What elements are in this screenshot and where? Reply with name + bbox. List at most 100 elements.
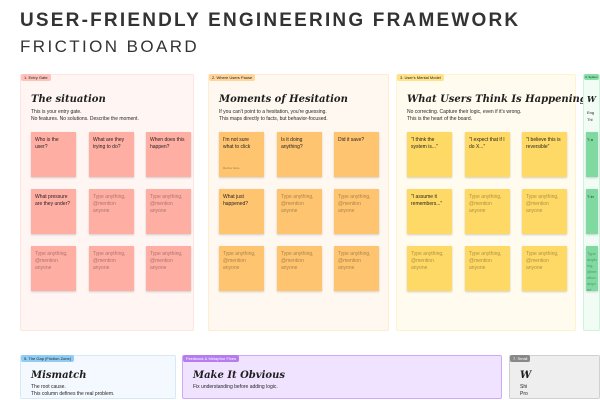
frame-title: W	[520, 370, 532, 381]
sticky-text: Is it doing anything?	[281, 137, 303, 150]
frame-description: If you can't point to a hesitation, you'…	[219, 109, 328, 123]
frame-title: The situation	[31, 94, 106, 105]
sticky-note[interactable]: Type anything, @mention anyone	[89, 246, 134, 291]
sticky-text: "I believe this is reversible"	[526, 137, 561, 150]
frame-description: No correcting. Capture their logic, even…	[407, 109, 521, 123]
frame-title: What Users Think Is Happening	[407, 94, 587, 105]
sticky-text: Type anything, @mention anyone	[411, 251, 444, 271]
sticky-note[interactable]: Type anything, @mention anyone	[522, 246, 567, 291]
sticky-text: What are they trying to do?	[93, 137, 125, 150]
sticky-text: Who is the user?	[35, 137, 59, 150]
description-line: Shi	[520, 384, 528, 390]
board-title: USER-FRIENDLY ENGINEERING FRAMEWORK	[20, 10, 521, 31]
sticky-text: Type anything, @mention anyone	[150, 251, 183, 271]
sticky-text: "I in	[587, 194, 594, 199]
sticky-note[interactable]: "I believe this is reversible"	[522, 132, 567, 177]
frame-description: The root cause.This column defines the r…	[31, 384, 114, 398]
sticky-text: "I a	[587, 137, 593, 142]
sticky-text: Type anything, @mention anyone	[93, 251, 126, 271]
description-line: This maps directly to facts, but behavio…	[219, 116, 328, 122]
sticky-note[interactable]: What just happened?	[219, 189, 264, 234]
sticky-note[interactable]: Type anything, @mention anyone	[219, 246, 264, 291]
sticky-text: Type anything, @mention anyone	[281, 194, 314, 214]
sticky-note[interactable]: Type anything, @mention anyone	[89, 189, 134, 234]
sticky-note[interactable]: Is it doing anything?	[277, 132, 322, 177]
sticky-author: Member Name	[223, 167, 240, 170]
frame-tag: 1. Entry Gate	[21, 74, 51, 81]
frame-title: W	[587, 94, 596, 104]
sticky-note[interactable]: Type anything, @mention anyone	[146, 189, 191, 234]
sticky-note[interactable]: What are they trying to do?	[89, 132, 134, 177]
description-line: This is the heart of the board.	[407, 116, 473, 122]
sticky-note[interactable]: Type anything, @mention anyone	[586, 246, 598, 292]
sticky-text: Type anything, @mention anyone	[338, 194, 371, 214]
sticky-note[interactable]: What pressure are they under?	[31, 189, 76, 234]
frame-description: Fix understanding before adding logic.	[193, 384, 278, 391]
description-line: This column defines the real problem.	[31, 391, 115, 397]
sticky-note[interactable]: Type anything, @mention anyone	[465, 246, 510, 291]
sticky-text: Type anything, @mention anyone	[526, 194, 559, 214]
sticky-note[interactable]: "I expect that if I do X..."	[465, 132, 510, 177]
frame-title: Moments of Hesitation	[219, 94, 348, 105]
sticky-text: "I expect that if I do X..."	[469, 137, 505, 150]
description-line: No correcting. Capture their logic, even…	[407, 109, 522, 115]
frame-description: This is your entry gate.No features. No …	[31, 109, 139, 123]
board-subtitle: FRICTION BOARD	[20, 37, 200, 56]
frame-tag: 5. The Gap (Friction Zone)	[21, 355, 75, 362]
sticky-text: Type anything, @mention anyone	[526, 251, 559, 271]
description-line: Eng	[587, 110, 595, 115]
description-line: Pro	[520, 391, 528, 397]
sticky-text: When does this happen?	[150, 137, 185, 150]
sticky-text: Type anything, @mention anyone	[150, 194, 183, 214]
sticky-text: What pressure are they under?	[35, 194, 71, 207]
description-line: If you can't point to a hesitation, you'…	[219, 109, 327, 115]
description-line: Fix understanding before adding logic.	[193, 384, 278, 390]
description-line: This is your entry gate.	[31, 109, 82, 115]
sticky-note[interactable]: Who is the user?	[31, 132, 76, 177]
sticky-note[interactable]: Type anything, @mention anyone	[334, 246, 379, 291]
frame-tag: 7. Small	[510, 355, 531, 362]
sticky-note[interactable]: Did it save?	[334, 132, 379, 177]
sticky-text: Type anything, @mention anyone	[223, 251, 256, 271]
sticky-note[interactable]: Type anything, @mention anyone	[407, 246, 452, 291]
sticky-text: "I think the system is..."	[411, 137, 438, 150]
description-line: The root cause.	[31, 384, 66, 390]
frame-tag: 4. Systen	[584, 74, 599, 80]
frame-tag: Feedback & Metaphor Fixes	[183, 355, 240, 362]
sticky-note[interactable]: "I assume it remembers..."	[407, 189, 452, 234]
sticky-note[interactable]: Type anything, @mention anyone	[277, 246, 322, 291]
sticky-text: Type anything, @mention anyone	[587, 251, 597, 292]
sticky-note[interactable]: "I a	[586, 132, 598, 177]
sticky-note[interactable]: When does this happen?	[146, 132, 191, 177]
sticky-text: I'm not sure what to click	[223, 137, 251, 150]
frame-title: Mismatch	[31, 370, 87, 381]
sticky-text: Did it save?	[338, 137, 365, 143]
sticky-note[interactable]: Type anything, @mention anyone	[334, 189, 379, 234]
sticky-note[interactable]: "I think the system is..."	[407, 132, 452, 177]
sticky-note[interactable]: Type anything, @mention anyone	[31, 246, 76, 291]
description-line: No features. No solutions. Describe the …	[31, 116, 139, 122]
frame-tag: 2. Where Users Pause	[209, 74, 256, 81]
frame-tag: 3. User's Mental Model	[397, 74, 444, 81]
sticky-text: Type anything, @mention anyone	[469, 194, 502, 214]
sticky-text: What just happened?	[223, 194, 249, 207]
sticky-text: Type anything, @mention anyone	[93, 194, 126, 214]
sticky-note[interactable]: Type anything, @mention anyone	[146, 246, 191, 291]
sticky-note[interactable]: Type anything, @mention anyone	[522, 189, 567, 234]
sticky-note[interactable]: Type anything, @mention anyone	[465, 189, 510, 234]
frame-title: Make It Obvious	[193, 370, 285, 381]
sticky-note[interactable]: Type anything, @mention anyone	[277, 189, 322, 234]
description-line: Thi	[587, 117, 593, 122]
sticky-note[interactable]: "I in	[586, 189, 598, 234]
sticky-text: "I assume it remembers..."	[411, 194, 443, 207]
